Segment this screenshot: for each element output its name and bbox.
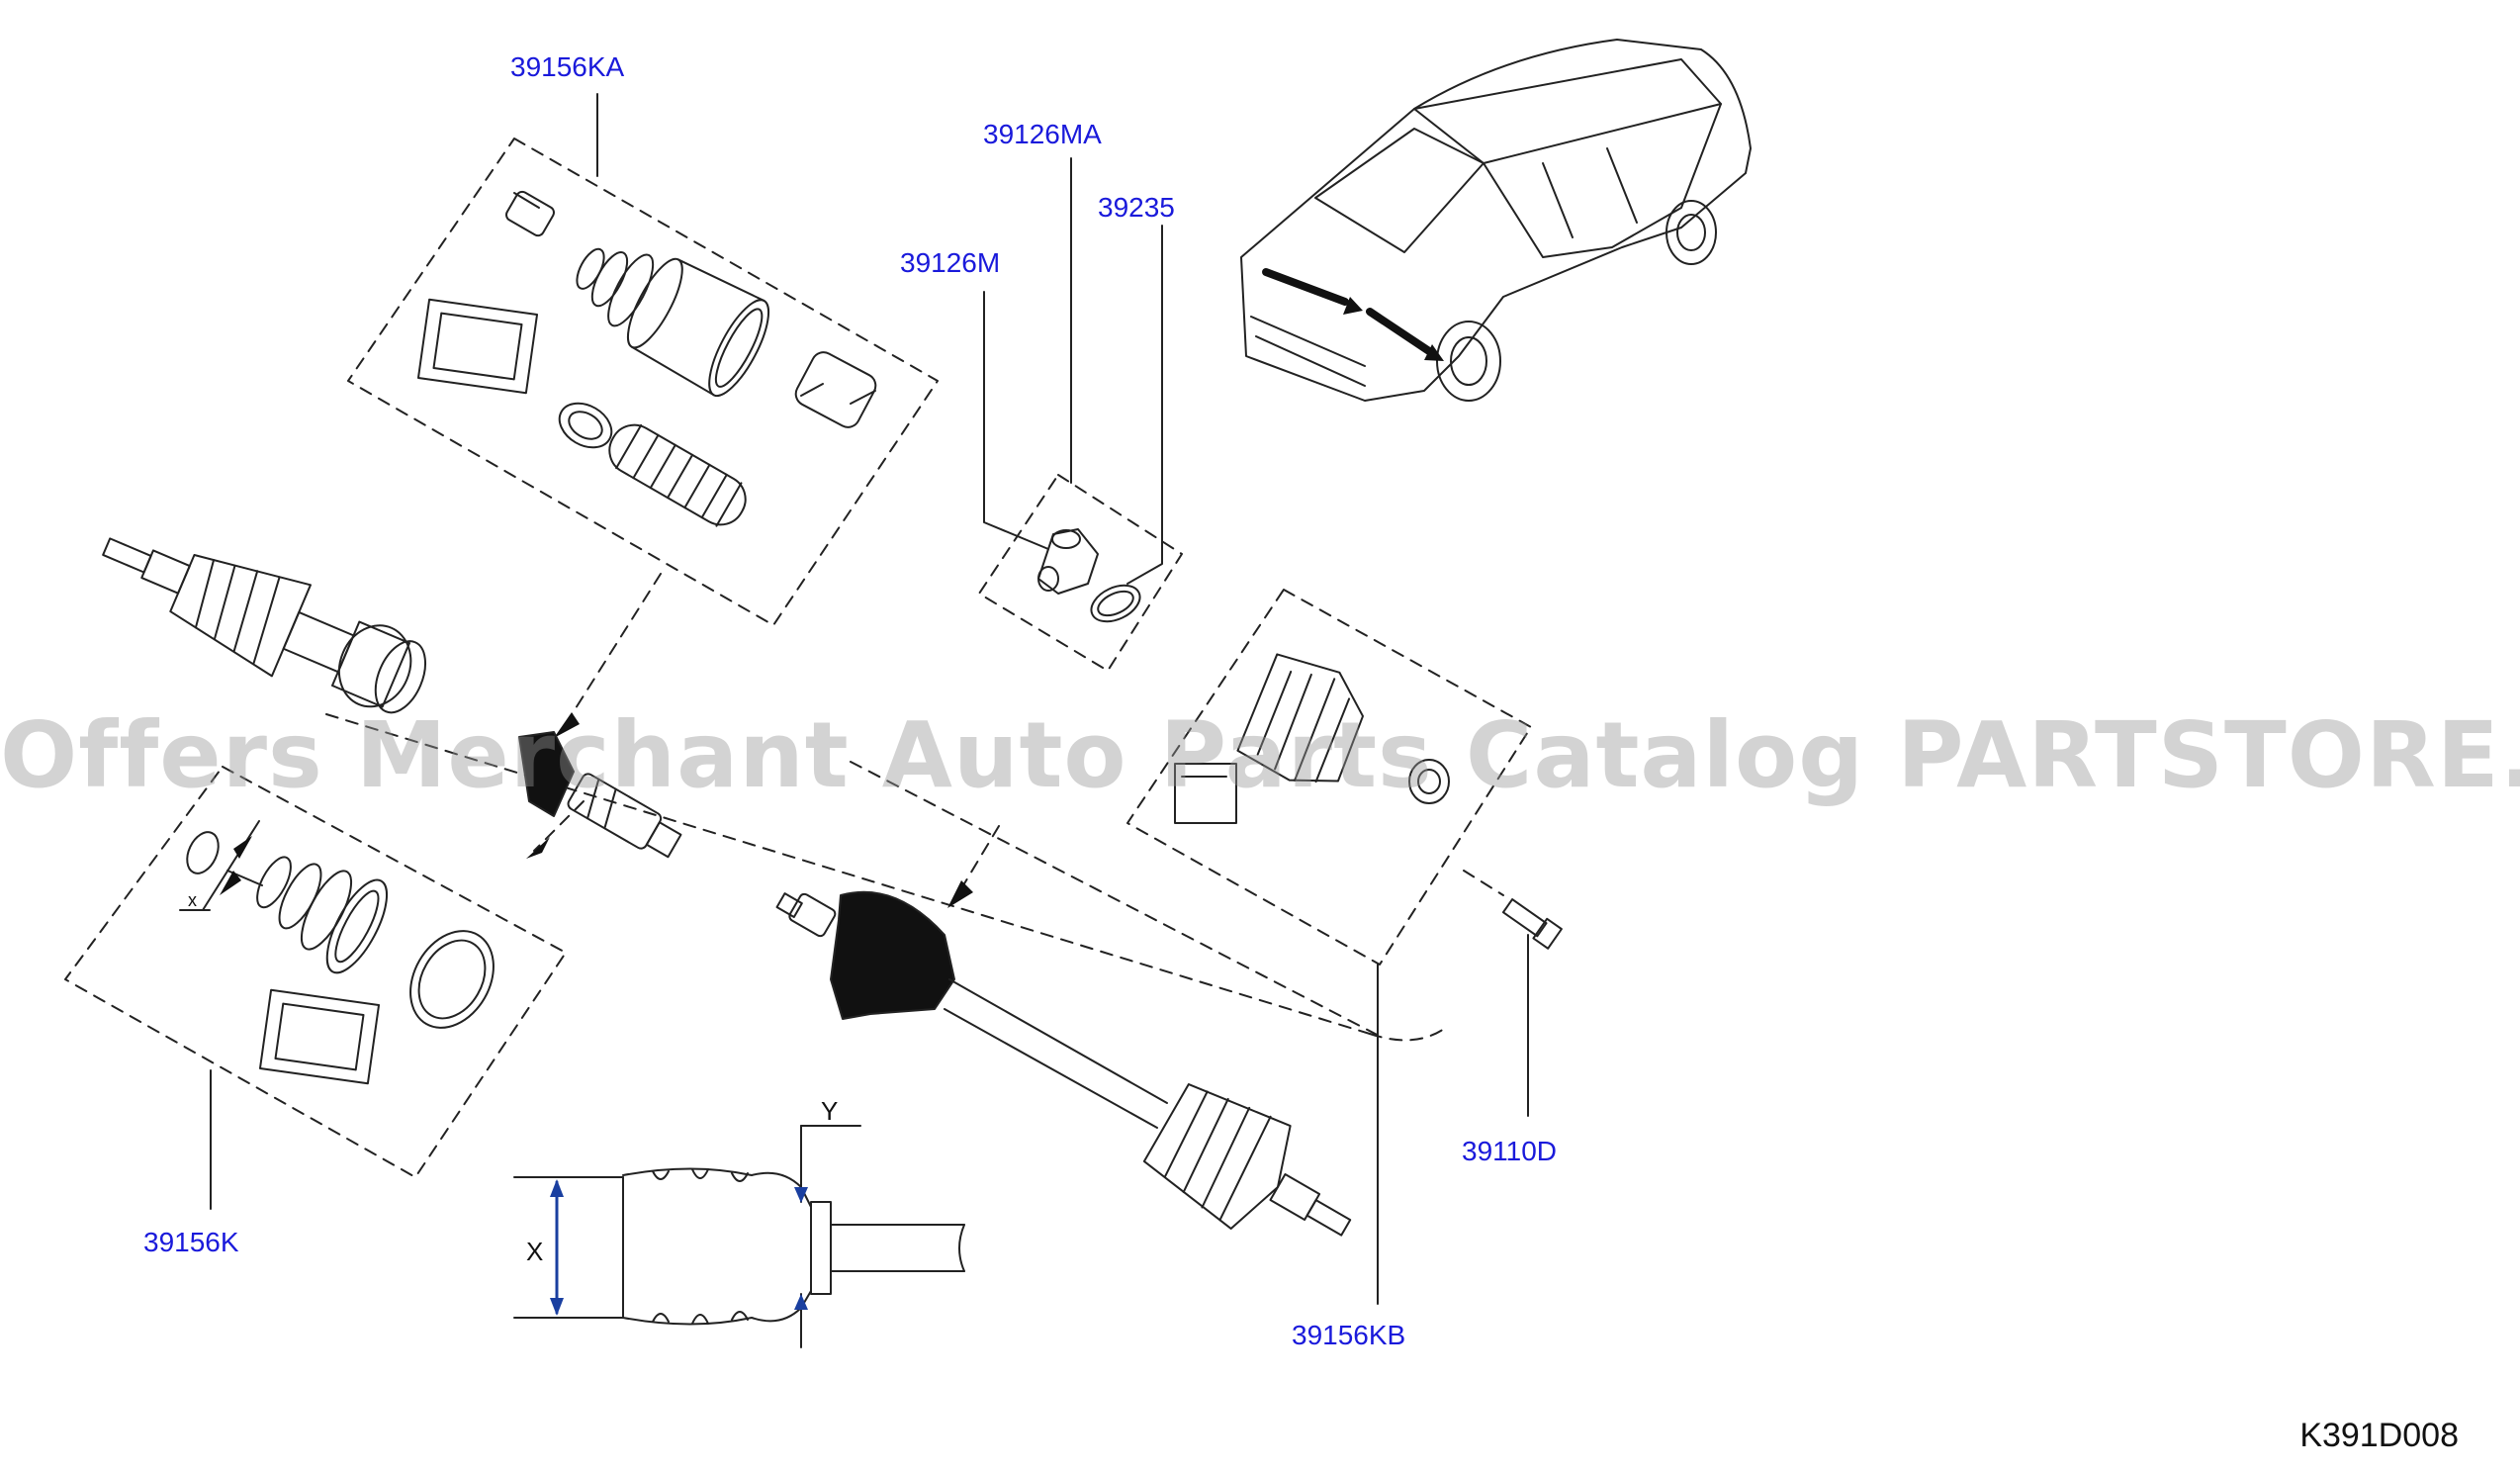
part-label-39156K[interactable]: 39156K [143, 1227, 239, 1257]
boot-kit-parts [416, 190, 877, 527]
part-label-39156KB[interactable]: 39156KB [1292, 1320, 1406, 1350]
dimension-x-label: X [526, 1237, 544, 1266]
tripod-joint-parts [1037, 528, 1141, 623]
boot-dimension-inset [513, 1125, 965, 1348]
part-label-39235[interactable]: 39235 [1098, 192, 1175, 223]
assembly-arrowheads [526, 712, 973, 908]
inner-boot-kit-parts [179, 820, 495, 1085]
diagram-code: K391D008 [2299, 1417, 2459, 1454]
part-label-39126MA[interactable]: 39126MA [983, 119, 1102, 149]
dimension-x-small-label: x [188, 890, 197, 910]
leader-lines [210, 93, 1529, 1305]
kit-box-39156KB [1126, 589, 1532, 966]
dashed-kit-boxes [64, 138, 1532, 1178]
outer-boot-kit-parts [1174, 653, 1563, 950]
right-drive-shaft [775, 890, 1352, 1237]
part-label-39110D[interactable]: 39110D [1462, 1136, 1558, 1166]
watermark-text: Offers Merchant Auto Parts Catalog PARTS… [0, 702, 2520, 808]
part-label-39126M[interactable]: 39126M [900, 247, 1001, 278]
left-cv-joint [518, 731, 682, 859]
kit-box-39156KA [347, 138, 939, 626]
kit-box-39156K [64, 766, 567, 1178]
vehicle-illustration [1240, 39, 1752, 402]
left-drive-shaft [102, 537, 427, 714]
dimension-y-label: Y [821, 1096, 839, 1126]
kit-box-39126MA [978, 474, 1183, 672]
part-label-39156KA[interactable]: 39156KA [510, 51, 625, 82]
